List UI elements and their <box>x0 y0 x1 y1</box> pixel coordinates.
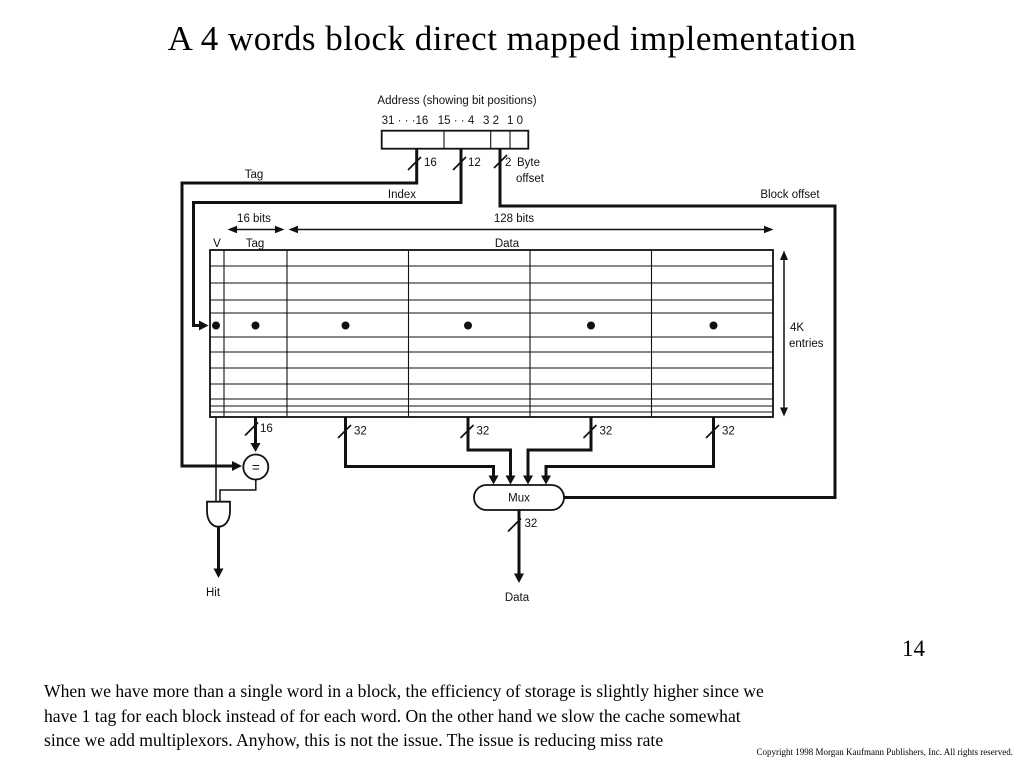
tap-dot-word3 <box>587 321 595 330</box>
word4-width: 32 <box>722 426 735 438</box>
data-column-header: Data <box>495 238 520 250</box>
slash-mux-32 <box>507 517 522 533</box>
hit-label: Hit <box>206 587 221 599</box>
data-width-arrow-left-head <box>288 225 298 234</box>
selected-row-taps <box>212 321 718 330</box>
data-out-label: Data <box>505 592 530 604</box>
data-width-arrow-right-head <box>764 225 774 234</box>
slash-tag-16 <box>244 421 259 437</box>
slash-32-2 <box>459 424 475 439</box>
comparator <box>242 453 270 481</box>
tag-width-value: 16 <box>424 157 437 169</box>
valid-column-header: V <box>213 238 221 250</box>
tag-wire-arrowhead <box>232 461 242 471</box>
mux <box>473 484 565 511</box>
slash-32-4 <box>705 424 720 439</box>
copyright-notice: Copyright 1998 Morgan Kaufmann Publisher… <box>756 747 1013 757</box>
word3-width: 32 <box>600 426 613 438</box>
tag-wire <box>180 148 419 468</box>
tag-width-label: 16 bits <box>237 213 271 225</box>
notes-line: When we have more than a single word in … <box>44 681 764 701</box>
data-word1-arrowhead <box>488 475 499 485</box>
block-offset-signal-label: Block offset <box>760 189 820 201</box>
notes-line: since we add multiplexors. Anyhow, this … <box>44 730 664 751</box>
tag-column-arrowhead <box>250 443 261 452</box>
hit-arrowhead <box>213 568 224 578</box>
notes-paragraph: When we have more than a single word in … <box>44 679 974 753</box>
tap-dot-valid <box>212 321 220 330</box>
data-word2-arrowhead <box>505 475 516 485</box>
bit-range-tag: 31 · · ·16 <box>382 115 429 127</box>
block-offset-wire <box>498 148 837 499</box>
tap-dot-word4 <box>709 321 718 330</box>
address-box-group <box>380 129 530 150</box>
data-word4-arrowhead <box>541 475 551 485</box>
bit-range-index: 15 · · 4 <box>438 115 475 127</box>
index-wire-arrowhead <box>199 320 209 331</box>
measure-arrows <box>227 225 788 417</box>
page-number: 14 <box>902 636 925 661</box>
slash-12 <box>452 156 467 171</box>
tag-width-arrow-left-head <box>227 225 237 234</box>
tap-dot-word2 <box>464 321 472 330</box>
tag-column-header: Tag <box>246 238 265 250</box>
and-gate <box>206 500 231 528</box>
mux-output-arrowhead <box>514 573 524 583</box>
tap-dot-word1 <box>341 321 350 330</box>
entries-arrow-down-head <box>780 407 788 417</box>
byte-offset-label-2: offset <box>516 173 545 185</box>
address-label: Address (showing bit positions) <box>377 95 536 107</box>
bit-range-byte: 1 0 <box>507 115 523 127</box>
diagram-labels: Address (showing bit positions) 31 · · ·… <box>206 95 824 604</box>
bus-width-slashes <box>244 154 720 533</box>
index-signal-label: Index <box>388 189 416 201</box>
cache-table <box>209 249 774 418</box>
mux-label: Mux <box>508 493 530 505</box>
data-width-label: 128 bits <box>494 213 535 225</box>
entries-arrow-up-head <box>780 250 788 260</box>
slash-2 <box>493 154 508 169</box>
slide-title: A 4 words block direct mapped implementa… <box>167 19 857 58</box>
comparator-output-wire <box>219 479 257 502</box>
bit-range-block: 3 2 <box>483 115 499 127</box>
address-box <box>380 129 530 150</box>
tag-out-width: 16 <box>260 423 273 435</box>
notes-line: have 1 tag for each block instead of for… <box>44 705 741 726</box>
mux-out-width: 32 <box>525 518 538 530</box>
word1-width: 32 <box>354 426 367 438</box>
comparator-label: = <box>252 460 260 475</box>
tag-signal-label: Tag <box>245 169 264 181</box>
tag-width-arrow-right-head <box>275 225 285 234</box>
word2-width: 32 <box>477 426 490 438</box>
cache-grid-lines <box>210 250 773 417</box>
offset-width-value: 2 <box>505 157 511 169</box>
data-word3-arrowhead <box>523 475 533 485</box>
slash-16 <box>407 156 422 171</box>
slash-32-3 <box>582 424 598 439</box>
index-width-value: 12 <box>468 157 481 169</box>
cache-table-border <box>209 249 774 418</box>
index-wire <box>192 148 463 327</box>
entries-label-1: 4K <box>790 322 804 334</box>
tap-dot-tag <box>251 321 260 330</box>
slash-32-1 <box>337 424 352 439</box>
entries-label-2: entries <box>789 338 824 350</box>
byte-offset-label-1: Byte <box>517 157 540 169</box>
